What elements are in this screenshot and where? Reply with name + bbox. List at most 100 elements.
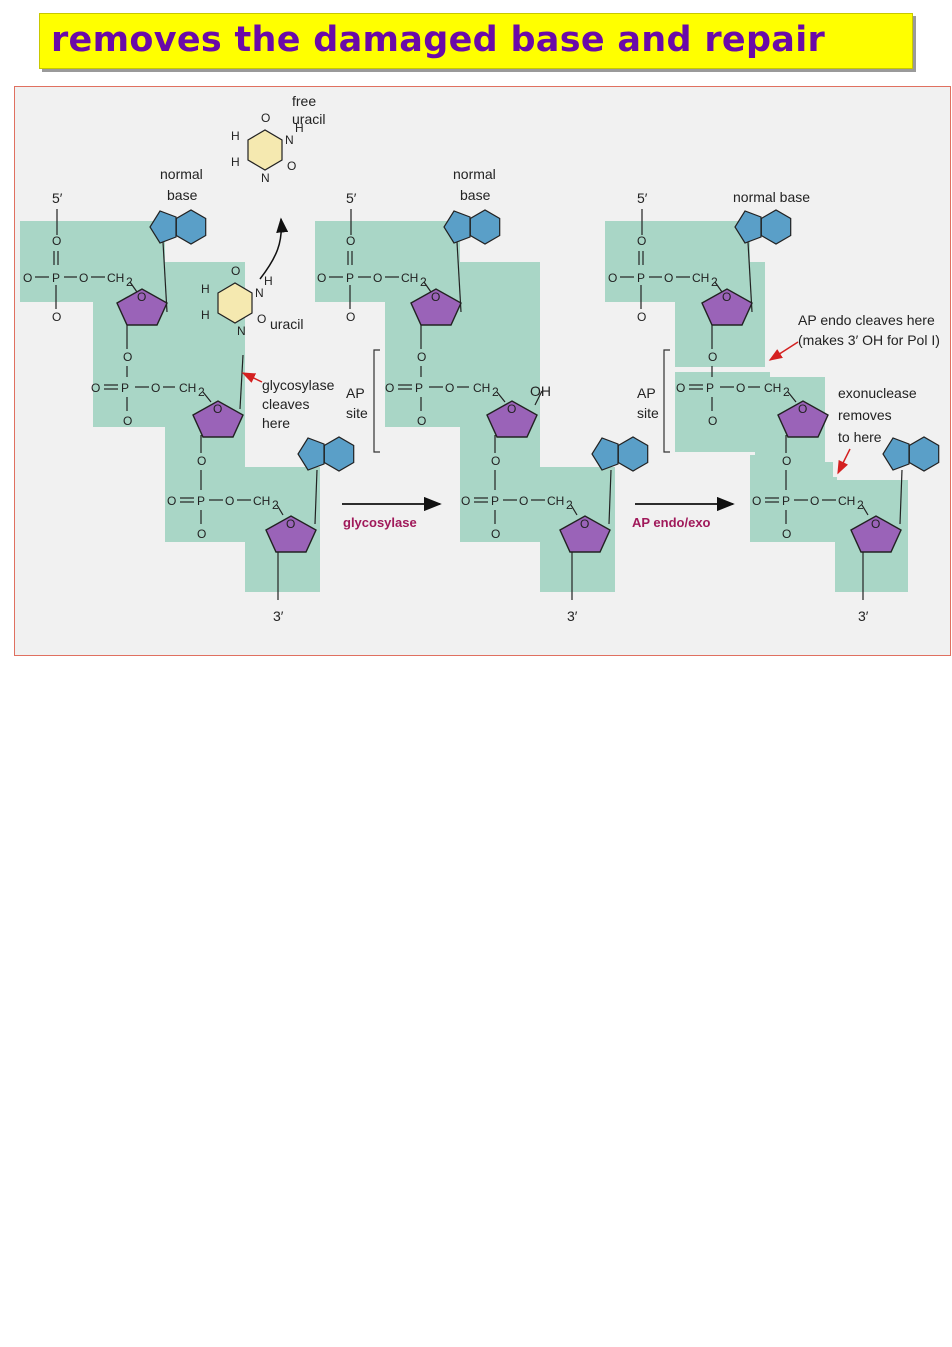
strand-a-u1-base-ring5	[149, 210, 177, 244]
strand-a-u2-sugar	[192, 400, 244, 438]
strand-c-u3-base-ring5	[882, 437, 910, 471]
strand-a-u2-o3: O	[197, 454, 206, 468]
strand-a-u1-sugar	[116, 288, 168, 326]
oh-label: OH	[530, 383, 551, 399]
strand-b-u2-ch2: CH	[473, 381, 490, 395]
strand-b-u1-o-left: O	[317, 271, 326, 285]
strand-a-u1-o-right: O	[79, 271, 88, 285]
strand-a-uracil-n1: N	[237, 324, 246, 338]
strand-b-u2-o-bottom: O	[417, 414, 426, 428]
strand-b-u3-glyco	[608, 469, 612, 525]
strand-a-u3-sugar	[265, 515, 317, 553]
strand-a-u1-o-left: O	[23, 271, 32, 285]
free-uracil-n3: N	[285, 133, 294, 147]
strand-c-five-prime: 5′	[637, 190, 648, 206]
strand-a-three-prime: 3′	[273, 608, 284, 624]
strand-a-u1-ring-o: O	[137, 290, 146, 304]
strand-c-u3-o-left: O	[752, 494, 761, 508]
ap-site-bracket-1	[373, 349, 380, 453]
strand-c-u3-o-bottom: O	[782, 527, 791, 541]
strand-b-u3-ch2: CH	[547, 494, 564, 508]
strand-a-uracil-h6: H	[201, 308, 210, 322]
strand-c-u1-phosphate-o-top: O	[637, 234, 646, 248]
strand-a-uracil-h3: H	[264, 274, 273, 288]
ap-site-label-2b: site	[637, 405, 659, 421]
strand-a-u1-phosphate-o-top: O	[52, 234, 61, 248]
strand-a-u1-ch2: CH	[107, 271, 124, 285]
strand-c-u1-ch2-sub: 2	[711, 275, 718, 289]
strand-b-u3-ch2-sub: 2	[566, 498, 573, 512]
strand-a-u3-base-ring5	[297, 437, 325, 471]
strand-b-u3-sugar	[559, 515, 611, 553]
strand-a-u2-ch2: CH	[179, 381, 196, 395]
exonuclease-label-2: removes	[838, 407, 892, 423]
strand-a-u3-o-bottom: O	[197, 527, 206, 541]
strand-c-u3-o-right: O	[810, 494, 819, 508]
free-uracil-h3: H	[295, 121, 304, 135]
strand-b-u3-base-ring6	[617, 436, 649, 472]
normal-base-label-2a: normal	[453, 166, 496, 182]
free-uracil-label-1: free	[292, 93, 316, 109]
strand-c-u1-base-ring5	[734, 210, 762, 244]
strand-b-u1-glyco	[456, 241, 462, 313]
strand-c-u2-o3: O	[782, 454, 791, 468]
strand-b-u1-sugar	[410, 288, 462, 326]
exonuclease-label-1: exonuclease	[838, 385, 917, 401]
strand-c-u2-b4	[787, 391, 797, 403]
strand-b-u1-ch2: CH	[401, 271, 418, 285]
strand-c-u3-glyco	[899, 469, 903, 525]
free-uracil-ring	[247, 129, 283, 171]
strand-c-u3-sugar	[850, 515, 902, 553]
step1-enzyme-label: glycosylase	[343, 515, 417, 530]
strand-b-u1-phosphate-p-atom: P	[346, 271, 354, 285]
strand-b-three-prime: 3′	[567, 608, 578, 624]
strand-c-u3-ring-o: O	[871, 517, 880, 531]
ap-site-label-1a: AP	[346, 385, 365, 401]
release-arrow	[259, 217, 289, 280]
free-uracil-o2: O	[287, 159, 296, 173]
strand-c-u1-phosphate-o-bottom: O	[637, 310, 646, 324]
normal-base-label-3: normal base	[733, 189, 810, 205]
strand-c-u2-o-left: O	[676, 381, 685, 395]
strand-b-u3-o-bottom: O	[491, 527, 500, 541]
strand-a-u1-glyco	[162, 241, 168, 313]
glycosylase-label-3: here	[262, 415, 290, 431]
strand-c-u2-o-right: O	[736, 381, 745, 395]
strand-b-u3-o-right: O	[519, 494, 528, 508]
backbone-band-3a	[605, 221, 765, 367]
strand-c-u1-sugar	[701, 288, 753, 326]
strand-a-u2-o-bottom: O	[123, 414, 132, 428]
strand-a-u1-base-ring6	[175, 209, 207, 245]
strand-b-u3-base-ring5	[591, 437, 619, 471]
strand-c-u1-ring-o: O	[722, 290, 731, 304]
normal-base-label-1a: normal	[160, 166, 203, 182]
uracil-label: uracil	[270, 316, 303, 332]
free-uracil-label-2: uracil	[292, 111, 325, 127]
strand-c-u1-o-right: O	[664, 271, 673, 285]
strand-b-u1-b4	[423, 281, 432, 293]
free-uracil-o1: O	[261, 111, 270, 125]
strand-b-u1-phosphate-o-top: O	[346, 234, 355, 248]
strand-c-u2-ring-o: O	[798, 402, 807, 416]
strand-b-u1-phosphate-o-bottom: O	[346, 310, 355, 324]
strand-a-u3-ring-o: O	[286, 517, 295, 531]
strand-b-u2-sugar	[486, 400, 538, 438]
strand-c-u1-glyco	[747, 241, 753, 313]
strand-a-u3-ch2: CH	[253, 494, 270, 508]
ap-site-label-2a: AP	[637, 385, 656, 401]
strand-a-u2-b4	[202, 391, 212, 403]
exonuclease-label-3: to here	[838, 429, 882, 445]
strand-b-u3-o-left: O	[461, 494, 470, 508]
strand-a-u3-o-left: O	[167, 494, 176, 508]
strand-c-u3-p: P	[782, 494, 790, 508]
free-uracil-h6: H	[231, 155, 240, 169]
strand-b-u2-p: P	[415, 381, 423, 395]
strand-a-u1-b4	[129, 281, 138, 293]
strand-b-u1-ring-o: O	[431, 290, 440, 304]
strand-a-u3-base-ring6	[323, 436, 355, 472]
strand-a-u3-b4	[276, 504, 284, 516]
strand-a-u2-p: P	[121, 381, 129, 395]
strand-c-three-prime: 3′	[858, 608, 869, 624]
strand-a-uracil-o2: O	[257, 312, 266, 326]
